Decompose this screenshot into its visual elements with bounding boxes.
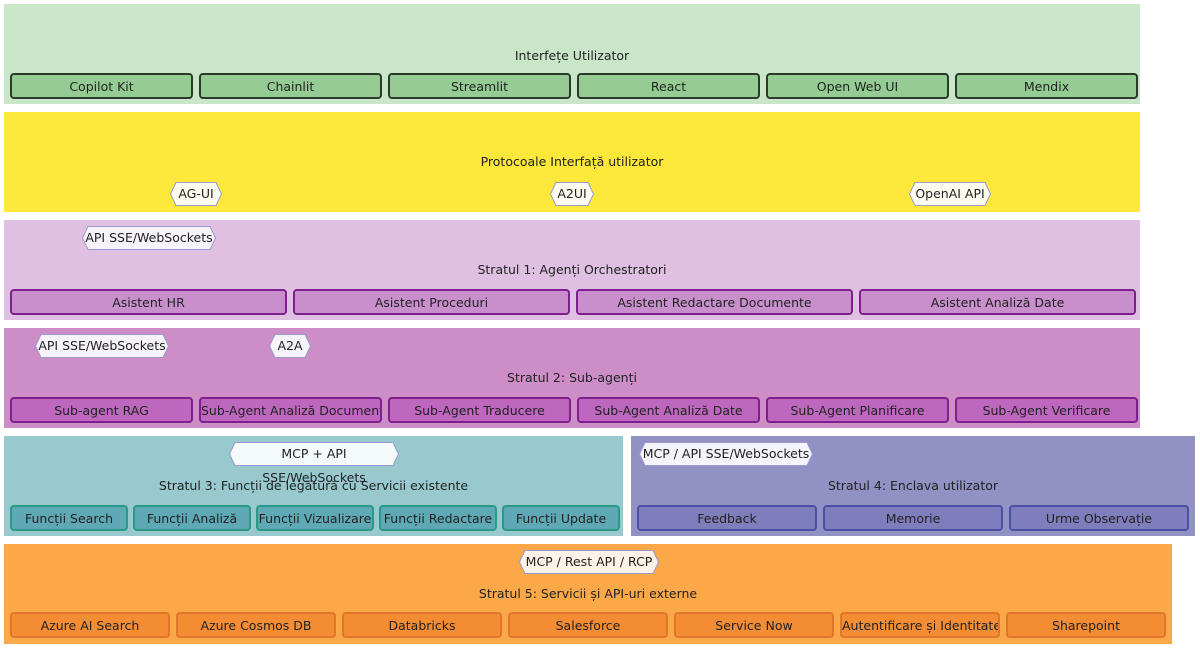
box-urme-observatie: Urme Observație [1009,505,1189,531]
tag-api-sse-websockets: API SSE/WebSockets [82,226,216,250]
layer-sub-agents: API SSE/WebSockets A2A Stratul 2: Sub-ag… [4,328,1140,428]
box-chainlit: Chainlit [199,73,382,99]
box-functii-analiza: Funcții Analiză [133,505,251,531]
box-sub-agent-traducere: Sub-Agent Traducere [388,397,571,423]
tag-a2ui: A2UI [550,182,594,206]
box-row: Sub-agent RAG Sub-Agent Analiză Document… [10,397,1138,423]
layer-user-enclave: MCP / API SSE/WebSockets Stratul 4: Encl… [631,436,1195,536]
box-sub-agent-analiza-date: Sub-Agent Analiză Date [577,397,760,423]
box-sub-agent-planificare: Sub-Agent Planificare [766,397,949,423]
box-mendix: Mendix [955,73,1138,99]
layer-external-services: MCP / Rest API / RCP Stratul 5: Servicii… [4,544,1172,644]
box-memorie: Memorie [823,505,1003,531]
box-salesforce: Salesforce [508,612,668,638]
tag-openai-api: OpenAI API [909,182,991,206]
box-streamlit: Streamlit [388,73,571,99]
box-row: Asistent HR Asistent Proceduri Asistent … [10,289,1136,315]
box-databricks: Databricks [342,612,502,638]
box-asistent-redactare-documente: Asistent Redactare Documente [576,289,853,315]
box-sub-agent-rag: Sub-agent RAG [10,397,193,423]
box-functii-vizualizare: Funcții Vizualizare [256,505,374,531]
box-asistent-hr: Asistent HR [10,289,287,315]
layer-title: Protocoale Interfață utilizator [480,154,664,169]
box-functii-redactare: Funcții Redactare [379,505,497,531]
box-autentificare-identitate: Autentificare și Identitate [840,612,1000,638]
tag-a2a: A2A [269,334,311,358]
box-row: Copilot Kit Chainlit Streamlit React Ope… [10,73,1138,99]
box-feedback: Feedback [637,505,817,531]
box-sub-agent-analiza-documente: Sub-Agent Analiză Documente [199,397,382,423]
box-asistent-proceduri: Asistent Proceduri [293,289,570,315]
box-functii-search: Funcții Search [10,505,128,531]
tag-mcp-api-sse-websockets: MCP + API SSE/WebSockets [229,442,399,485]
layer-title: Stratul 4: Enclava utilizator [827,478,999,493]
tag-mcp-rest-api-rcp: MCP / Rest API / RCP [519,550,659,574]
layer-connector-functions: MCP + API SSE/WebSockets Stratul 3: Func… [4,436,623,536]
layer-user-interfaces: Interfețe Utilizator Copilot Kit Chainli… [4,4,1140,104]
box-open-web-ui: Open Web UI [766,73,949,99]
box-functii-update: Funcții Update [502,505,620,531]
box-asistent-analiza-date: Asistent Analiză Date [859,289,1136,315]
box-copilot-kit: Copilot Kit [10,73,193,99]
layer-title: Stratul 2: Sub-agenți [507,370,637,385]
tag-ag-ui: AG-UI [170,182,222,206]
layer-orchestrator-agents: API SSE/WebSockets Stratul 1: Agenți Orc… [4,220,1140,320]
tag-mcp-api-sse-websockets: MCP / API SSE/WebSockets [639,442,813,466]
box-azure-ai-search: Azure AI Search [10,612,170,638]
layer-title: Stratul 5: Servicii și API-uri externe [478,586,698,601]
box-row: Funcții Search Funcții Analiză Funcții V… [10,505,620,531]
box-azure-cosmos-db: Azure Cosmos DB [176,612,336,638]
layer-ui-protocols: Protocoale Interfață utilizator AG-UI A2… [4,112,1140,212]
tag-api-sse-websockets: API SSE/WebSockets [35,334,169,358]
box-row: Feedback Memorie Urme Observație [637,505,1189,531]
layer-title: Interfețe Utilizator [514,48,630,63]
box-service-now: Service Now [674,612,834,638]
layer-title: Stratul 1: Agenți Orchestratori [477,262,667,277]
box-sharepoint: Sharepoint [1006,612,1166,638]
box-react: React [577,73,760,99]
layer-title: Stratul 3: Funcții de legătură cu Servic… [158,478,469,493]
box-sub-agent-verificare: Sub-Agent Verificare [955,397,1138,423]
box-row: Azure AI Search Azure Cosmos DB Databric… [10,612,1166,638]
